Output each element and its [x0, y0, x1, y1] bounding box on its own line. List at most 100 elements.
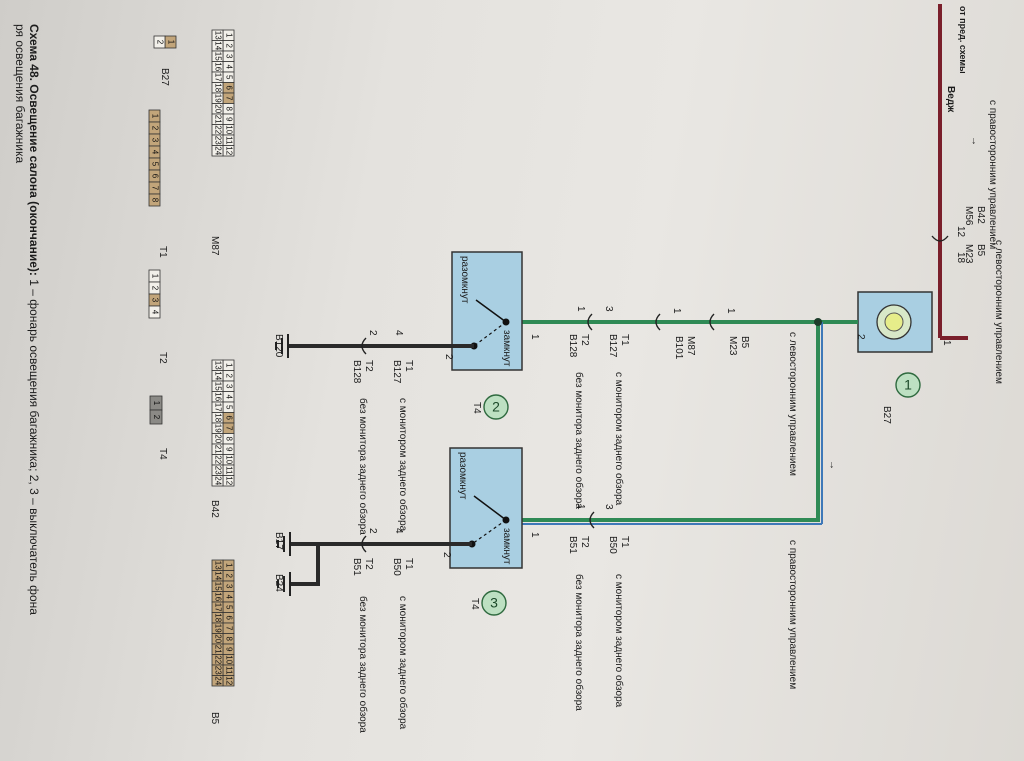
pin-number: 6: [224, 416, 233, 421]
conn-t2-pin: 1: [575, 306, 586, 312]
pin-number: 11: [224, 136, 233, 145]
bus-right-pin: 18: [955, 252, 966, 264]
pin-number: 10: [224, 455, 233, 464]
pin-number: 9: [224, 647, 233, 652]
switch-3-out-pin-b: 2: [367, 528, 378, 534]
pin-number: 20: [213, 634, 222, 643]
lamp-pin1: 1: [941, 340, 952, 346]
pin-number: 13: [213, 31, 222, 40]
switch-2-out-a2: B127: [391, 360, 402, 384]
conn-b50-mark: [589, 511, 595, 529]
switch-2-number: 2: [492, 399, 500, 415]
switch-2-id: T4: [471, 402, 482, 414]
conn-b51-a: T2: [579, 536, 590, 548]
pin-number: 21: [213, 645, 222, 654]
branch-arrow: →: [827, 460, 838, 470]
switch-3-ground2-label: B24: [273, 574, 284, 592]
caption: Схема 48. Освещение салона (окончание): …: [13, 24, 41, 615]
lamp-id: B27: [881, 406, 892, 424]
left-branch-connectors: с левосторонним управлением 1 B5 M23 1 M…: [567, 306, 798, 509]
switch-3-ground1-label: B17: [273, 532, 284, 550]
switch-3-pin2: 2: [441, 552, 452, 558]
conn-b51-pin: 1: [575, 504, 586, 510]
conn-t1-a: T1: [619, 334, 630, 346]
switch-3-body: [449, 447, 523, 569]
conn-t2-b: B128: [567, 334, 578, 358]
pin-number: 14: [213, 371, 222, 380]
switch-2-closed-label: замкнут: [501, 330, 512, 367]
pin-cell: [211, 475, 224, 487]
conn-b5-pin: 1: [725, 308, 736, 314]
pin-number: 5: [224, 605, 233, 610]
switch-2-pin2: 2: [443, 354, 454, 360]
pin-number: 18: [213, 413, 222, 422]
pin-number: 22: [213, 655, 222, 664]
pin-cell: [149, 409, 163, 425]
conn-t2-note: без монитора заднего обзора: [573, 372, 585, 509]
pin-number: 7: [150, 186, 159, 191]
pin-number: 1: [166, 40, 175, 45]
bus-conn-b42: B42: [975, 206, 986, 224]
pin-number: 1: [224, 363, 233, 368]
pin-number: 9: [224, 117, 233, 122]
pin-number: 18: [213, 83, 222, 92]
pin-number: 11: [224, 466, 233, 475]
conn-t1-mark: [587, 313, 593, 331]
pin-number: 16: [213, 392, 222, 401]
switch-2-out-b-note: без монитора заднего обзора: [357, 398, 369, 535]
pin-number: 23: [213, 666, 222, 675]
pin-number: 22: [213, 455, 222, 464]
switch-3-id: T4: [469, 598, 480, 610]
pin-number: 7: [224, 426, 233, 431]
switch-2-out-a-note: с монитором заднего обзора: [397, 398, 409, 532]
pin-number: 20: [213, 434, 222, 443]
pin-number: 18: [213, 613, 222, 622]
pin-number: 20: [213, 104, 222, 113]
connector-b27: 12: [153, 35, 177, 49]
pin-number: 19: [213, 624, 222, 633]
caption-text1: 1 – фонарь освещения багажника; 2, 3 – в…: [27, 279, 41, 615]
pin-number: 22: [213, 125, 222, 134]
connector-t1-label: T1: [157, 246, 168, 258]
pin-number: 8: [224, 107, 233, 112]
right-branch-label: с правосторонним управлением: [787, 540, 798, 689]
switch-2-ground-label: B120: [273, 334, 284, 358]
connector-b5-label: B5: [209, 712, 220, 725]
conn-b5-b: M23: [727, 336, 738, 356]
right-branch-connectors: с правосторонним управлением 3 T1 B50 с …: [567, 504, 798, 711]
bus-conn-m56: M56: [963, 206, 974, 226]
bus-arrow: →: [969, 136, 980, 146]
pin-number: 16: [213, 62, 222, 71]
pin-number: 14: [213, 41, 222, 50]
pin-number: 2: [155, 40, 164, 45]
pin-cell: [211, 145, 224, 157]
conn-m87-pin: 1: [671, 308, 682, 314]
conn-t1-b: B127: [607, 334, 618, 358]
pin-number: 12: [224, 676, 233, 685]
connector-t2-label: T2: [157, 352, 168, 364]
connector-b42-label: B42: [209, 500, 220, 518]
pin-number: 2: [152, 415, 161, 420]
switch-3-closed-label: замкнут: [501, 528, 512, 565]
switch-3-out-a1: T1: [403, 558, 414, 570]
conn-b50-b: B50: [607, 536, 618, 554]
pin-number: 17: [213, 603, 222, 612]
pin-number: 5: [224, 405, 233, 410]
pin-number: 4: [150, 310, 159, 315]
connector-m87-label: M87: [209, 236, 220, 256]
pin-cell: [148, 305, 161, 319]
top-bus: от пред. схемы с левосторонним управлени…: [931, 4, 1004, 384]
wire-color-code: Ведж: [945, 86, 956, 113]
switch-3-number: 3: [490, 595, 498, 611]
pin-number: 4: [224, 595, 233, 600]
bus-right-label: с левосторонним управлением: [993, 240, 1004, 384]
caption-title: Схема 48. Освещение салона (окончание):: [27, 24, 41, 276]
switch-3-out-a2: B50: [391, 558, 402, 576]
conn-t1-pin: 3: [603, 306, 614, 312]
lamp-filament-icon: [884, 312, 904, 332]
pin-number: 19: [213, 94, 222, 103]
